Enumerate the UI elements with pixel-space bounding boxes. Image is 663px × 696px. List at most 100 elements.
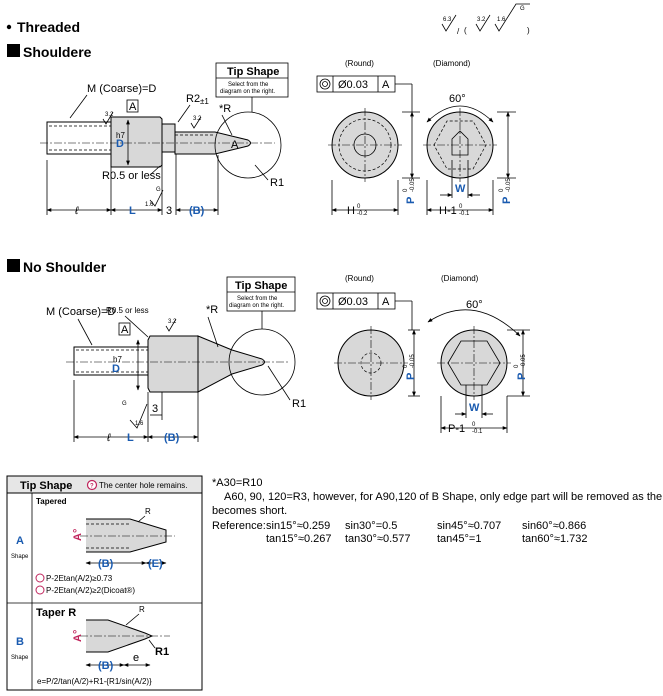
row-a-angle: A°	[72, 529, 84, 541]
surface-finish-legend: 6.3 / ( 3.2 1.6 G )	[441, 3, 530, 36]
svg-text:0: 0	[514, 364, 520, 368]
tip-shape-note-2: diagram on the right.	[220, 89, 275, 95]
note-line-1: *A30=R10	[212, 477, 262, 489]
ns-round-caption: (Round)	[345, 274, 374, 283]
svg-text:e: e	[133, 652, 139, 664]
round-tolerance-value: Ø0.03	[338, 79, 368, 91]
bullet-icon	[6, 24, 12, 30]
ns-dim-B: (B)	[164, 432, 180, 444]
svg-text:A: A	[382, 296, 390, 308]
tip-shape-callout: Tip Shape Select from the diagram on the…	[215, 62, 289, 112]
svg-text:sin60°≈0.866: sin60°≈0.866	[522, 520, 586, 532]
notes: *A30=R10 A60, 90, 120=R3, however, for A…	[212, 477, 663, 545]
svg-text:R: R	[139, 605, 145, 614]
row-a-letter: A	[16, 535, 24, 547]
svg-text:Shape: Shape	[11, 655, 29, 661]
dim-3: 3	[166, 205, 172, 217]
svg-text:R: R	[145, 507, 151, 516]
r1-label: R1	[270, 177, 284, 189]
ns-diameter-tol: h7	[113, 355, 122, 364]
ns-thread-label: M (Coarse)=D	[46, 306, 115, 318]
svg-text:0: 0	[357, 204, 361, 210]
no-shoulder-side-view: ℓ L 3 (B) M (Coarse)=D R0.5 or less *R A…	[46, 276, 306, 444]
svg-text:(B): (B)	[98, 558, 114, 570]
tip-table-title: Tip Shape	[20, 480, 72, 492]
header: Threaded Shouldere 6.3 / ( 3.2 1.6 G )	[6, 3, 530, 60]
tip-shape-table: Tip Shape ? The center hole remains. A S…	[6, 475, 203, 691]
ns-diameter-d: D	[112, 363, 120, 375]
ns-star-r: *R	[206, 304, 218, 316]
ns-datum-a: A	[121, 324, 129, 336]
r05-label: R0.5 or less	[102, 170, 161, 182]
diamond-caption: (Diamond)	[433, 59, 471, 68]
row-b-formula: e=P/2/tan(A/2)+R1-{R1/sin(A/2)}	[37, 677, 152, 686]
tip-shape-note-1: Select from the	[228, 82, 269, 88]
no-shoulder-label: No Shoulder	[23, 259, 107, 275]
ns-round-dim-p: P	[405, 373, 417, 380]
ns-diamond-angle: 60°	[466, 299, 483, 311]
diameter-d: D	[116, 138, 124, 150]
svg-text:?: ?	[90, 484, 94, 490]
ns-finish-1: 3.2	[168, 319, 177, 325]
datum-a: A	[129, 101, 137, 113]
svg-text:6.3: 6.3	[443, 17, 452, 23]
ns-finish-g: G	[122, 401, 127, 407]
row-a-cond-2: P-2Etan(A/2)≥2(Dicoat®)	[46, 586, 135, 595]
ns-tip-shape-callout: Tip Shape Select from the diagram on the…	[226, 276, 296, 329]
ns-diamond-dim-w: W	[469, 402, 480, 414]
ns-diamond-view: (Diamond) 60° W P-1 0 -0.1 P 0 -0.05	[427, 274, 530, 435]
dim-l-small: ℓ	[74, 205, 79, 217]
svg-text:sin45°≈0.707: sin45°≈0.707	[437, 520, 501, 532]
svg-text:): )	[527, 26, 530, 35]
svg-text:1.6: 1.6	[497, 17, 506, 23]
finish-3: 1.6	[145, 202, 154, 208]
star-r: *R	[219, 103, 231, 115]
svg-text:-0.1: -0.1	[459, 211, 470, 217]
svg-text:0: 0	[499, 188, 505, 192]
svg-text:0: 0	[472, 422, 476, 428]
tip-table-note: The center hole remains.	[99, 481, 188, 490]
ns-r1-label: R1	[292, 398, 306, 410]
dim-L: L	[129, 205, 136, 217]
svg-text:-0.05: -0.05	[506, 178, 512, 192]
diamond-dim-h: H-1	[439, 205, 457, 217]
diamond-angle: 60°	[449, 93, 466, 105]
thread-label: M (Coarse)=D	[87, 83, 156, 95]
ref-label: Reference:	[212, 520, 266, 532]
round-caption: (Round)	[345, 59, 374, 68]
dim-B: (B)	[189, 205, 205, 217]
svg-text:sin30°=0.5: sin30°=0.5	[345, 520, 397, 532]
round-dim-h: H	[347, 205, 355, 217]
ns-dim-l-small: ℓ	[106, 432, 111, 444]
svg-text:3.2: 3.2	[477, 17, 486, 23]
tip-shape-title: Tip Shape	[227, 66, 279, 78]
note-line-3: becomes short.	[212, 505, 287, 517]
pin-icon	[86, 479, 98, 491]
svg-text:-0.1: -0.1	[472, 429, 483, 435]
svg-text:G: G	[520, 6, 525, 12]
svg-text:-0.05: -0.05	[410, 178, 416, 192]
ns-diamond-dim-p: P	[516, 373, 528, 380]
svg-text:R1: R1	[155, 646, 169, 658]
svg-text:(B): (B)	[98, 660, 114, 672]
shouldered-label: Shouldere	[23, 44, 92, 60]
finish-1: 3.2	[105, 112, 114, 118]
ns-diamond-dim-p-1: P-1	[448, 423, 465, 435]
svg-text:0: 0	[459, 204, 463, 210]
svg-text:sin15°≈0.259: sin15°≈0.259	[266, 520, 330, 532]
note-line-2: A60, 90, 120=R3, however, for A90,120 of…	[224, 491, 663, 503]
svg-text:tan30°≈0.577: tan30°≈0.577	[345, 533, 411, 545]
row-b-angle: A°	[72, 630, 84, 642]
ns-finish-2: 1.6	[135, 421, 144, 427]
radius-r2-tol: ±1	[200, 97, 209, 106]
diamond-dim-w: W	[455, 183, 466, 195]
svg-text:Shape: Shape	[11, 554, 29, 560]
ns-tip-shape-title: Tip Shape	[235, 280, 287, 292]
shouldered-diamond-view: (Diamond) 60° W H-1 0 -0.1 P 0 -0.05	[423, 59, 516, 217]
ns-diamond-caption: (Diamond)	[441, 274, 479, 283]
svg-text:-0.05: -0.05	[521, 354, 527, 368]
svg-text:tan60°≈1.732: tan60°≈1.732	[522, 533, 588, 545]
svg-text:tan15°≈0.267: tan15°≈0.267	[266, 533, 332, 545]
round-dim-p: P	[405, 197, 417, 204]
